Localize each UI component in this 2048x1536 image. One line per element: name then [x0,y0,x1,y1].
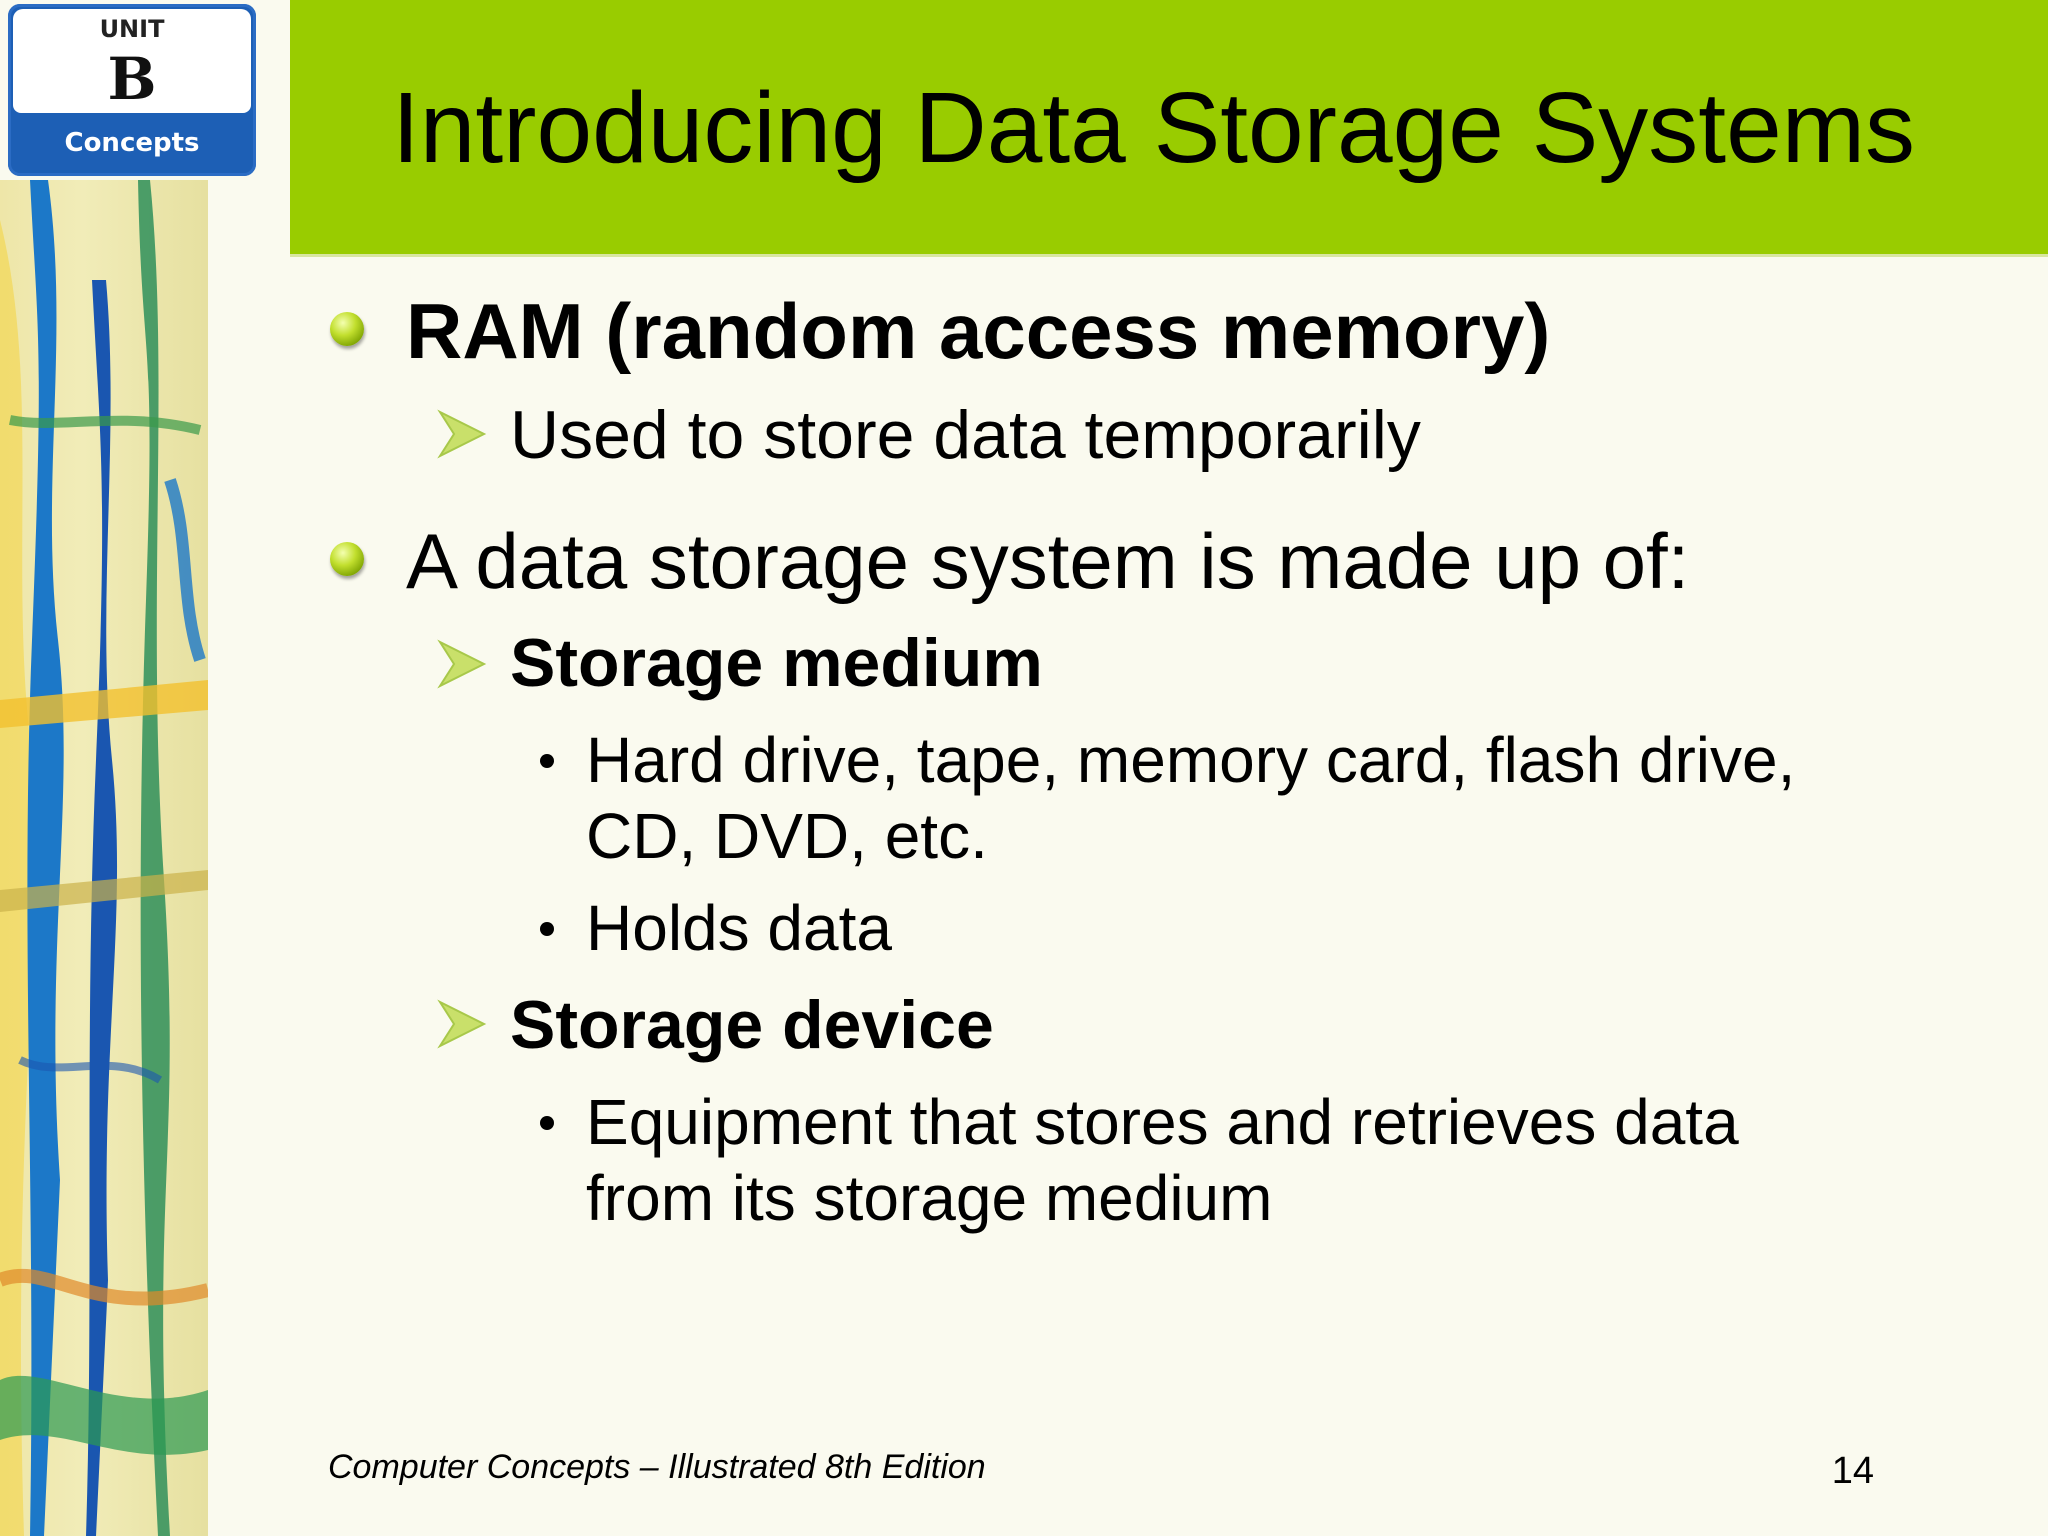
arrow-bullet-icon [437,409,487,459]
title-bar: Introducing Data Storage Systems [290,0,2048,257]
unit-letter: B [107,45,157,113]
medium-item: Holds data [586,892,892,964]
sub-bullet-storage-medium: Storage medium [510,625,1043,701]
unit-caption: Concepts [64,128,200,158]
footer-source: Computer Concepts – Illustrated 8th Edit… [328,1448,986,1486]
arrow-bullet-icon [437,639,487,689]
unit-badge: UNIT B Concepts [8,4,256,176]
bullet-ram: RAM (random access memory) [406,287,1551,375]
sub-bullet-temporary: Used to store data temporarily [510,397,1421,473]
unit-badge-panel: UNIT B [13,9,251,113]
decorative-side-art [0,180,208,1536]
bullet-dot-icon [540,754,554,768]
device-item: Equipment that stores and retrieves data [586,1086,1739,1158]
page-number: 14 [1831,1450,1874,1492]
sub-bullet-storage-device: Storage device [510,987,994,1063]
unit-label: UNIT [99,15,165,43]
bullet-dot-icon [540,922,554,936]
bullet-ball-icon [330,312,364,346]
arrow-bullet-icon [437,999,487,1049]
bullet-storage-system: A data storage system is made up of: [406,517,1690,605]
bullet-ball-icon [330,542,364,576]
medium-item: CD, DVD, etc. [586,800,988,872]
slide-title: Introducing Data Storage Systems [392,72,1915,184]
device-item: from its storage medium [586,1162,1273,1234]
medium-item: Hard drive, tape, memory card, flash dri… [586,724,1796,796]
bullet-dot-icon [540,1116,554,1130]
